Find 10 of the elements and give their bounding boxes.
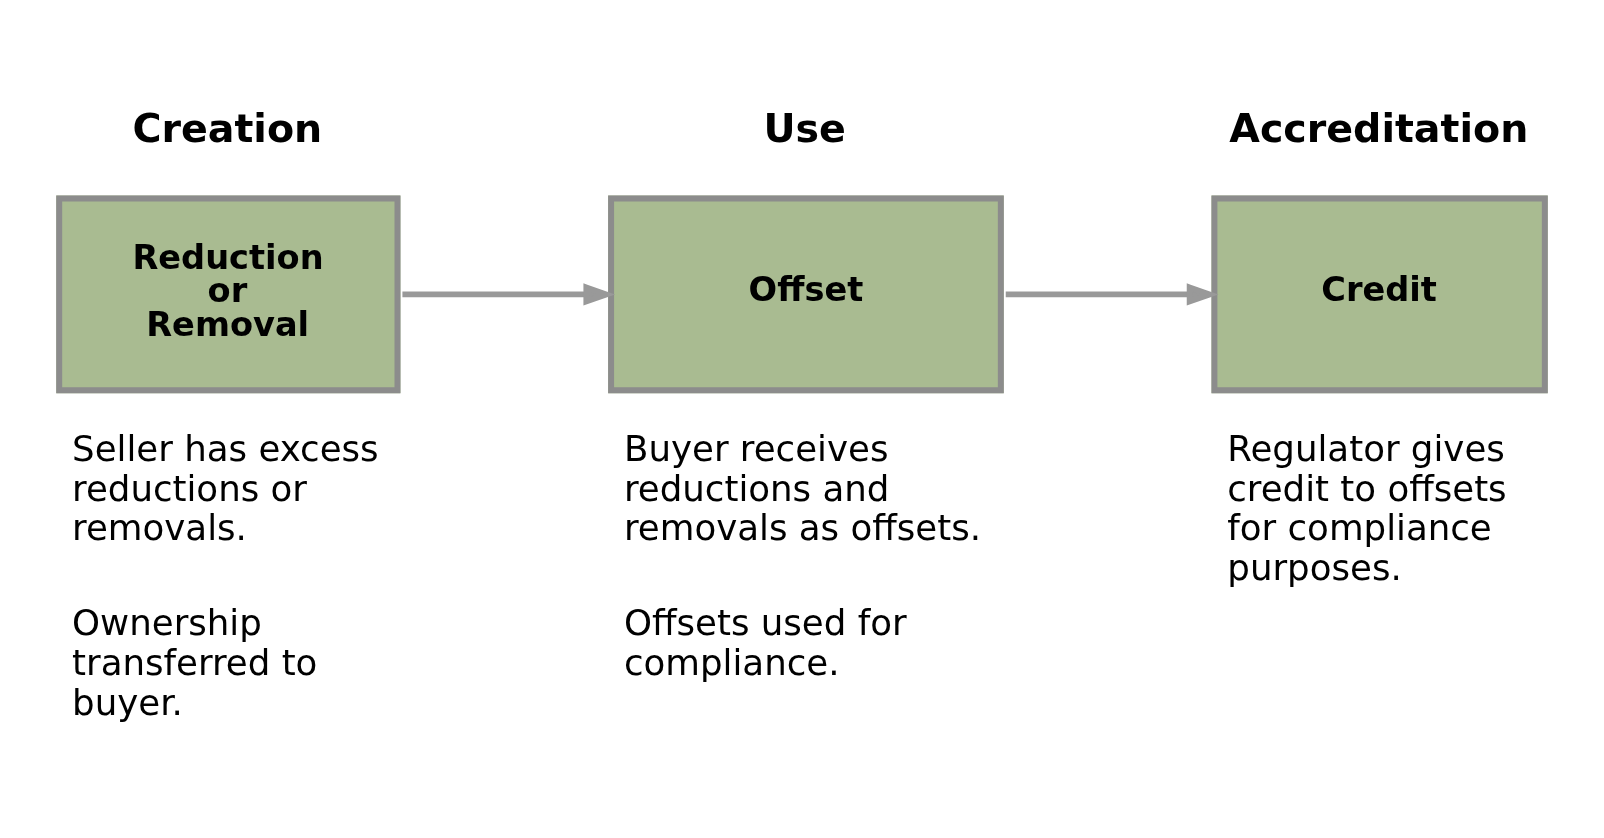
node-label: Use: [763, 105, 846, 152]
node-label: Accreditation: [1229, 105, 1529, 152]
node-label: Offsets used for compliance.: [623, 602, 907, 683]
node-label: Creation: [132, 105, 323, 152]
node-label: Ownership transferred to buyer.: [72, 602, 318, 723]
node-label: Buyer receives reductions and removals as offsets.: [623, 428, 982, 549]
arrow: [1005, 283, 1219, 306]
node-label: Regulator gives credit to offsets for compliance purposes.: [1227, 428, 1507, 589]
arrow: [402, 283, 616, 306]
node-label: Seller has excess reductions or removals.: [72, 428, 379, 549]
